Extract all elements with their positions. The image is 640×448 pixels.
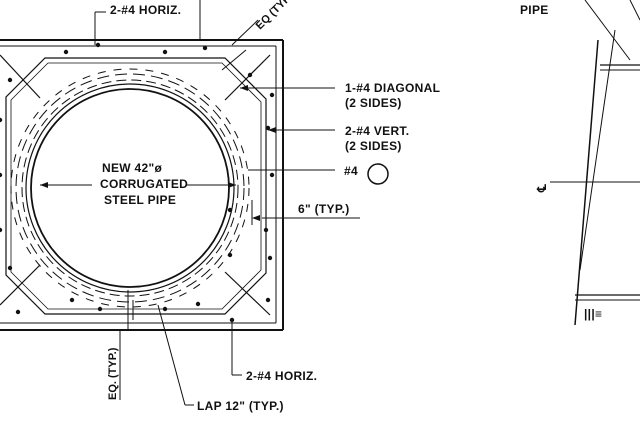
vert-callout: 2-#4 VERT. (2 SIDES)	[268, 124, 409, 153]
diagonal-label-1: 1-#4 DIAGONAL	[345, 81, 440, 95]
reinforcing-cage-inner	[10, 62, 262, 310]
rebar-dot	[267, 255, 273, 261]
diagonal-callout: 1-#4 DIAGONAL (2 SIDES)	[240, 81, 440, 110]
rebar-dot	[202, 45, 208, 51]
rebar-dot	[63, 49, 69, 55]
rebar-dot	[7, 265, 13, 271]
side-elevation: PIPE ℄ |||≡	[520, 0, 640, 326]
rebar-dot	[229, 317, 235, 323]
rebar-dot	[97, 306, 103, 312]
bottom-eq-callout: EQ. (TYP.)	[107, 290, 134, 400]
top-horiz-callout: 2-#4 HORIZ.	[94, 0, 201, 45]
pipe-label-line-1: NEW 42"ø	[102, 161, 162, 175]
bar-size-callout: #4	[248, 163, 389, 185]
diagonal-label-2: (2 SIDES)	[345, 96, 402, 110]
rebar-dot	[227, 252, 233, 258]
corrugated-steel-pipe	[10, 68, 250, 308]
rebar-dot	[162, 306, 168, 312]
rebar-dot	[0, 172, 3, 178]
spacing-dimension: 6" (TYP.)	[251, 200, 360, 225]
lap-label: LAP 12" (TYP.)	[197, 399, 284, 413]
top-eq-label: EQ (TYP.)	[254, 0, 298, 32]
bottom-eq-label: EQ. (TYP.)	[107, 347, 119, 400]
top-right-pipe-label: PIPE	[520, 3, 549, 17]
rebar-dot	[269, 172, 275, 178]
diagonal-bars	[0, 54, 271, 316]
vert-label-1: 2-#4 VERT.	[345, 124, 409, 138]
top-eq-callout: EQ (TYP.)	[221, 0, 298, 71]
rebar-dot	[95, 42, 101, 48]
bottom-horiz-callout: 2-#4 HORIZ.	[231, 322, 317, 383]
rebar-dot	[0, 117, 3, 123]
bar-size-label: #4	[344, 164, 358, 178]
spacing-label: 6" (TYP.)	[298, 202, 350, 216]
lap-callout: LAP 12" (TYP.)	[157, 304, 284, 413]
pipe-label-line-2: CORRUGATED	[100, 177, 188, 191]
rebar-dot	[0, 227, 3, 233]
bar-symbol-icon	[367, 163, 389, 185]
rebar-dot	[15, 309, 21, 315]
rebar-dot	[7, 77, 13, 83]
pipe-label: NEW 42"ø CORRUGATED STEEL PIPE	[40, 161, 236, 207]
rebar-dot	[69, 297, 75, 303]
rebar-dot	[269, 92, 275, 98]
rebar-dot	[265, 297, 271, 303]
rebar-dot	[227, 207, 233, 213]
vert-label-2: (2 SIDES)	[345, 139, 402, 153]
rebar-dots	[0, 42, 275, 323]
bottom-horiz-label: 2-#4 HORIZ.	[246, 369, 317, 383]
rebar-dot	[162, 49, 168, 55]
pipe-label-line-3: STEEL PIPE	[104, 193, 176, 207]
centerline-symbol: ℄	[535, 184, 549, 193]
rebar-dot	[195, 301, 201, 307]
bottom-right-mark: |||≡	[584, 307, 602, 321]
top-horiz-label: 2-#4 HORIZ.	[110, 3, 181, 17]
rebar-dot	[263, 227, 269, 233]
rebar-dot	[247, 72, 253, 78]
rebar-dot	[265, 125, 271, 131]
reinforcing-cage	[5, 57, 267, 315]
